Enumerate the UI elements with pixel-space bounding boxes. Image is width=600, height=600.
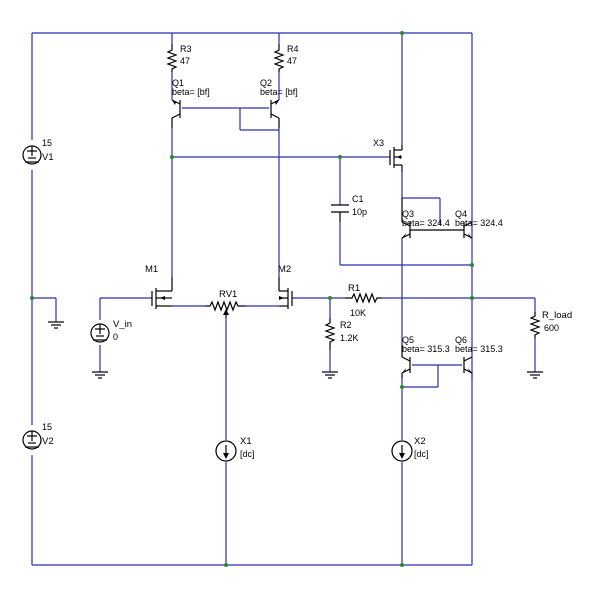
x2-value: [dc] (414, 449, 429, 459)
r4-value: 47 (287, 56, 297, 66)
v1-value: 15 (42, 138, 52, 148)
transistor-q1: Q1 beta= [bf] (171, 78, 210, 128)
potentiometer-rv1: RV1 (205, 289, 245, 318)
v1-name: V1 (42, 152, 54, 163)
transistor-m2: M2 (278, 264, 293, 309)
transistor-q5: Q5 beta= 315.3 (401, 335, 450, 378)
q3-beta: beta= 324.4 (402, 218, 450, 228)
m1-name: M1 (145, 264, 158, 275)
resistor-r2: R2 1.2K (324, 318, 359, 350)
c1-value: 10p (352, 207, 367, 217)
x2-name: X2 (414, 436, 426, 447)
q2-name: Q2 (260, 78, 272, 88)
r1-name: R1 (348, 283, 360, 294)
q3-name: Q3 (402, 209, 414, 219)
x1-value: [dc] (240, 449, 255, 459)
wires (31, 32, 536, 566)
resistor-r1: R1 10K (345, 283, 382, 318)
c1-name: C1 (352, 194, 364, 204)
x1-name: X1 (240, 436, 252, 447)
r1-value: 10K (350, 308, 366, 318)
r2-name: R2 (340, 320, 352, 330)
q1-beta: beta= [bf] (172, 87, 210, 97)
ground-symbol-left (48, 321, 64, 329)
ground-symbol-vin (92, 371, 108, 379)
voltage-source-v2: 15 V2 (22, 422, 54, 450)
transistor-q3: Q3 beta= 324.4 (401, 198, 450, 239)
resistor-r4: R4 47 (273, 44, 299, 72)
q5-beta: beta= 315.3 (402, 344, 450, 354)
transistor-q6: Q6 beta= 315.3 (455, 335, 503, 374)
ground-symbol-r2 (322, 371, 338, 379)
resistor-rload: R_load 600 (529, 310, 572, 338)
q2-beta: beta= [bf] (260, 87, 298, 97)
r3-name: R3 (180, 44, 192, 54)
current-source-x1: X1 [dc] (215, 436, 255, 462)
v2-value: 15 (42, 422, 52, 432)
ground-symbol-rload (527, 371, 543, 379)
transistor-q2: Q2 beta= [bf] (260, 78, 298, 128)
q4-beta: beta= 324.4 (455, 218, 503, 228)
vin-name: V_in (113, 319, 132, 330)
q4-name: Q4 (455, 209, 467, 219)
rv1-name: RV1 (219, 289, 237, 300)
capacitor-c1: C1 10p (331, 194, 367, 222)
r4-name: R4 (287, 44, 299, 54)
r2-value: 1.2K (340, 333, 359, 343)
r3-value: 47 (180, 56, 190, 66)
q1-name: Q1 (172, 78, 184, 88)
rload-value: 600 (544, 323, 559, 333)
q6-beta: beta= 315.3 (455, 344, 503, 354)
transistor-q4: Q4 beta= 324.4 (440, 209, 503, 239)
resistor-r3: R3 47 (166, 44, 192, 72)
q5-name: Q5 (402, 335, 414, 345)
transistor-x3: X3 (373, 138, 403, 172)
vin-value: 0 (113, 332, 118, 342)
q6-name: Q6 (455, 335, 467, 345)
x3-name: X3 (373, 138, 384, 148)
m2-name: M2 (278, 264, 291, 275)
v2-name: V2 (42, 436, 54, 447)
current-source-x2: X2 [dc] (391, 436, 429, 462)
junction-nodes (30, 31, 474, 567)
transistor-m1: M1 (145, 264, 173, 309)
voltage-source-v1: 15 V1 (22, 138, 54, 165)
rload-name: R_load (542, 310, 572, 321)
voltage-source-vin: V_in 0 (90, 319, 132, 343)
